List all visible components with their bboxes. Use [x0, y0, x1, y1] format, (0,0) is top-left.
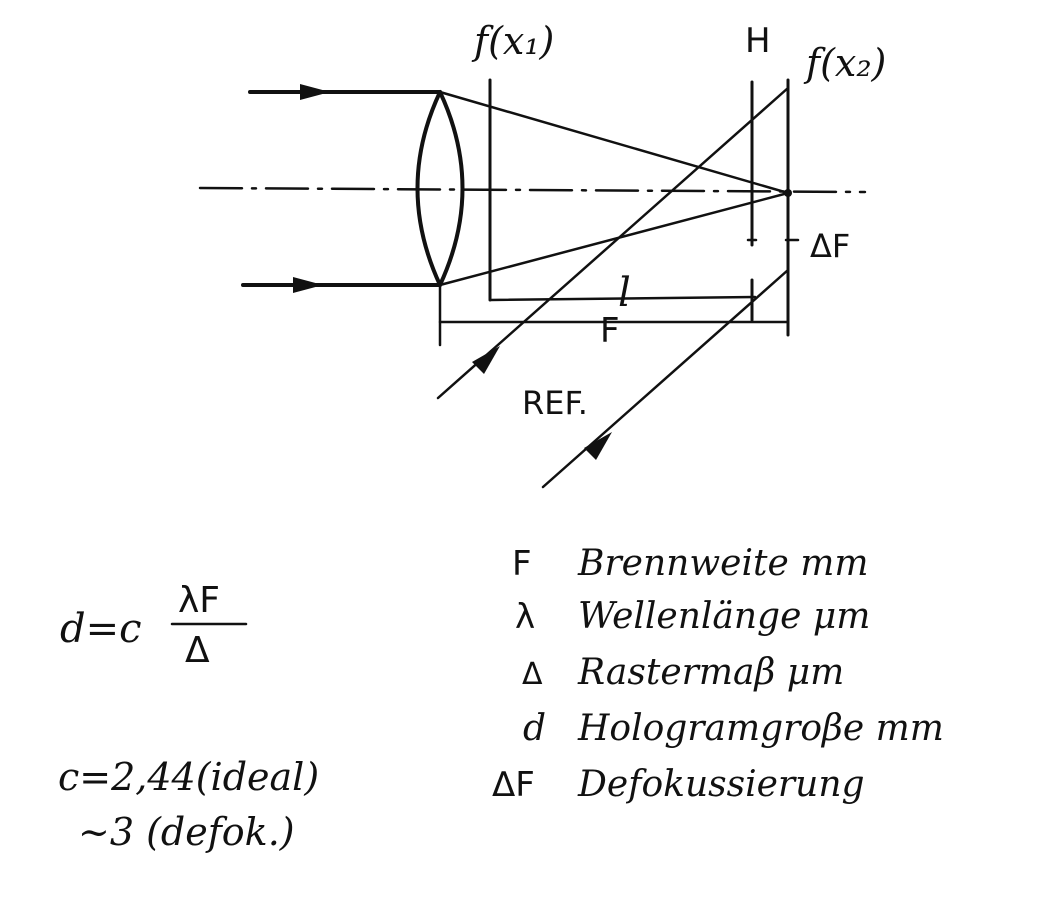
- arrow-icon: [472, 346, 500, 374]
- legend-text: Defokussierung: [577, 764, 865, 805]
- legend-symbol: F: [512, 544, 532, 584]
- reference-beam-lower: [541, 268, 790, 489]
- incoming-rays: [241, 84, 442, 293]
- arrow-icon: [293, 277, 323, 293]
- label-f-x1: f(x₁): [471, 19, 554, 63]
- formula: d=c λF Δ: [60, 580, 248, 671]
- constants: c=2,44(ideal) ~3 (defok.): [58, 755, 319, 854]
- plane-f-x1-base: [488, 295, 757, 302]
- constant-ideal: c=2,44(ideal): [58, 755, 319, 799]
- formula-numerator: λF: [178, 580, 220, 621]
- formula-lhs: d=c: [60, 606, 142, 652]
- legend-symbol: d: [523, 708, 546, 749]
- symbol-legend: F Brennweite mm λ Wellenlänge μm Δ Raste…: [492, 543, 944, 805]
- reference-beam-upper: [436, 86, 790, 400]
- label-delta-f: ΔF: [810, 227, 850, 265]
- label-reference: REF.: [522, 384, 588, 422]
- optical-axis: [198, 186, 867, 194]
- label-hologram-plane: H: [745, 21, 771, 61]
- legend-text: Rastermaβ μm: [577, 652, 844, 693]
- ray-to-focus-top: [438, 90, 790, 195]
- label-distance-l: l: [618, 270, 631, 316]
- legend-text: Brennweite mm: [577, 543, 868, 584]
- constant-defocused: ~3 (defok.): [78, 810, 295, 854]
- legend-symbol: ΔF: [492, 765, 535, 805]
- converging-rays: [438, 90, 790, 287]
- arrow-icon: [300, 84, 330, 100]
- label-f-x2: f(x₂): [803, 41, 886, 85]
- label-focal-length: F: [600, 311, 620, 351]
- arrow-icon: [584, 432, 612, 460]
- legend-text: Wellenlänge μm: [578, 596, 870, 637]
- lens: [415, 90, 465, 347]
- ray-to-focus-bottom: [438, 191, 790, 287]
- legend-text: Hologramgroβe mm: [577, 708, 944, 749]
- plane-f-x1: [488, 78, 757, 302]
- legend-symbol: Δ: [522, 657, 543, 692]
- formula-denominator: Δ: [185, 630, 210, 671]
- focal-point: [784, 189, 792, 197]
- legend-symbol: λ: [515, 597, 535, 637]
- reference-beams: [436, 86, 790, 489]
